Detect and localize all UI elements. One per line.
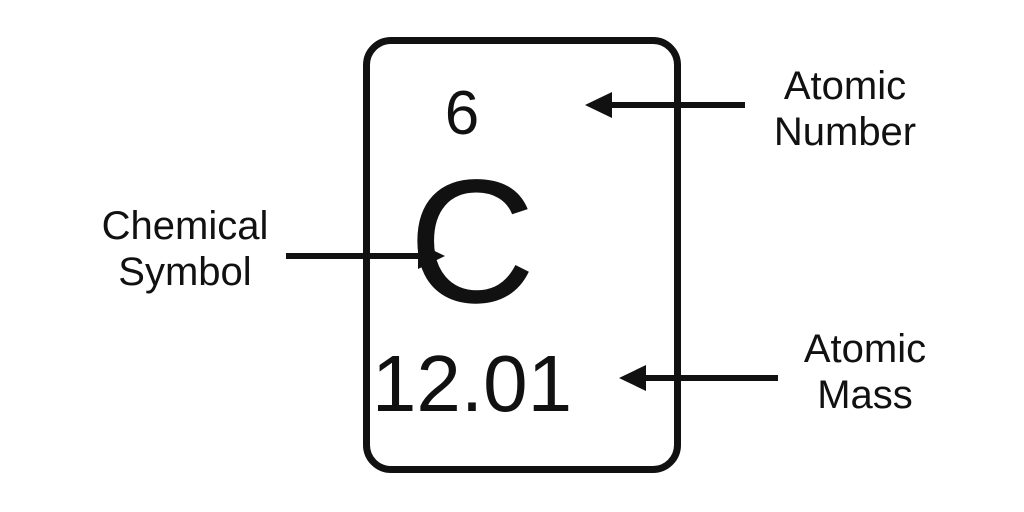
chemical-symbol-arrow [286,243,445,269]
atomic-number-arrow-head [585,92,612,118]
atomic-mass-value: 12.01 [371,339,573,428]
atomic-number-label-line-1: Atomic [783,64,907,108]
atomic-mass-arrow [619,365,778,391]
chemical-symbol-value: C [408,144,536,340]
atomic-number-arrow [585,92,745,118]
chemical-symbol-label: Chemical Symbol [70,203,300,295]
atomic-mass-label: Atomic Mass [780,326,950,418]
atomic-number-label: Atomic Number [750,63,940,155]
atomic-mass-label-line-2: Mass [817,373,913,417]
atomic-number-value: 6 [444,79,480,148]
atomic-number-label-line-2: Number [773,110,917,154]
chemical-symbol-arrow-head [418,243,445,269]
chemical-symbol-label-line-2: Symbol [118,250,252,294]
atomic-mass-arrow-head [619,365,646,391]
atomic-mass-label-line-1: Atomic [803,327,927,371]
chemical-symbol-label-line-1: Chemical [101,204,269,248]
